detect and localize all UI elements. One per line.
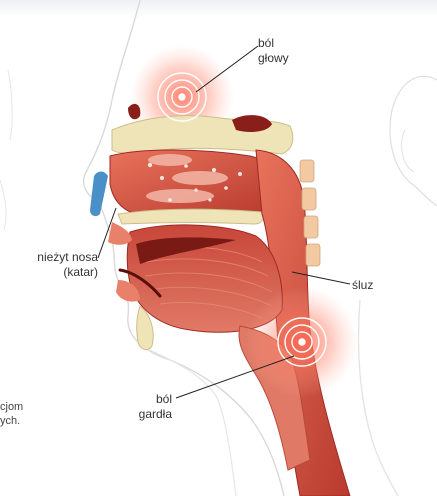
headache-label-line2: głowy: [258, 51, 289, 66]
nostril-highlight: [90, 172, 108, 217]
cropped-side-text: cjom ych.: [0, 400, 23, 428]
ear-inner-outline: [402, 130, 414, 172]
rhinitis-label: nieżyt nosa (katar): [36, 250, 98, 280]
cropped-side-text-line1: cjom: [0, 400, 23, 414]
sore-throat-label-line2: gardła: [112, 407, 172, 422]
headache-target-icon: [158, 73, 206, 121]
sore-throat-label-line1: ból: [112, 392, 172, 407]
cropped-side-text-line2: ych.: [0, 414, 23, 428]
mucus-label: śluz: [352, 278, 373, 293]
neck-back-outline: [359, 300, 399, 496]
frontal-sinus: [128, 104, 140, 119]
rhinitis-label-line2: (katar): [36, 265, 98, 280]
mucus-label-text: śluz: [352, 278, 373, 293]
face-left-outline: [0, 70, 12, 230]
headache-label: ból głowy: [258, 36, 289, 66]
hard-palate: [118, 209, 264, 224]
back-of-head-outline: [390, 76, 437, 206]
rhinitis-label-line1: nieżyt nosa: [36, 250, 98, 265]
sore-throat-label: ból gardła: [112, 392, 172, 422]
upper-lip: [108, 222, 132, 245]
headache-label-line1: ból: [258, 36, 289, 51]
chin-outline: [150, 350, 236, 496]
